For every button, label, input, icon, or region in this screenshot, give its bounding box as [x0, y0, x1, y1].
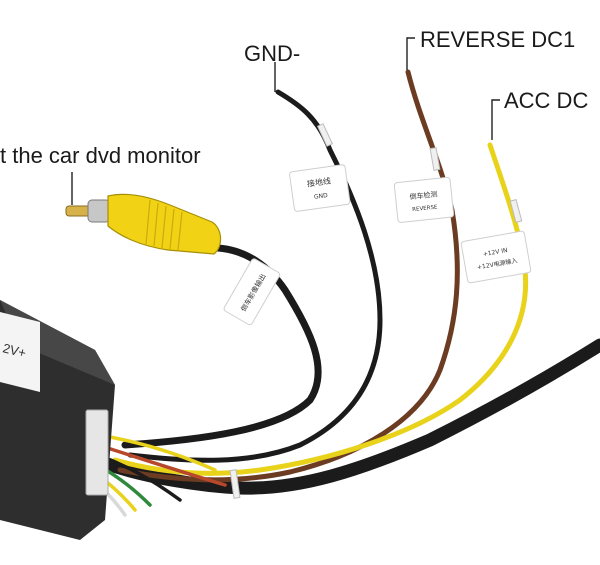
rca-plug — [65, 193, 222, 255]
reverse-tag-cn: 倒车检测 — [409, 189, 438, 201]
module-connector — [85, 409, 109, 496]
gnd-label: GND- — [244, 41, 301, 66]
gnd-tag-en: GND — [314, 192, 329, 201]
gnd-tag-cn: 接地线 — [306, 175, 331, 188]
acc-tag-line1: +12V IN — [482, 247, 508, 258]
gnd-wire-tag: 接地线 GND — [289, 164, 351, 212]
module-label: 2V+ — [1, 340, 27, 360]
cable-tie-1 — [229, 469, 241, 499]
thick-black-cable — [103, 338, 600, 495]
rca-label: t the car dvd monitor — [0, 143, 201, 168]
reverse-tag-en: REVERSE — [412, 204, 438, 213]
rca-cable — [121, 244, 322, 449]
reverse-label: REVERSE DC1 — [420, 27, 576, 52]
converter-module — [0, 300, 115, 540]
cable-tie-2 — [316, 123, 334, 147]
cable-tie-3 — [429, 147, 441, 171]
acc-leader — [491, 99, 500, 140]
video-wire-tag: 倒车影像输出 — [223, 258, 281, 326]
acc-label: ACC DC — [504, 88, 589, 113]
reverse-wire-tag: 倒车检测 REVERSE — [393, 176, 455, 223]
cable-tie-4 — [509, 198, 523, 224]
reverse-wire — [117, 69, 460, 483]
acc-wire-tag: +12V IN +12V电源输入 — [460, 230, 532, 284]
reverse-leader — [406, 37, 415, 70]
